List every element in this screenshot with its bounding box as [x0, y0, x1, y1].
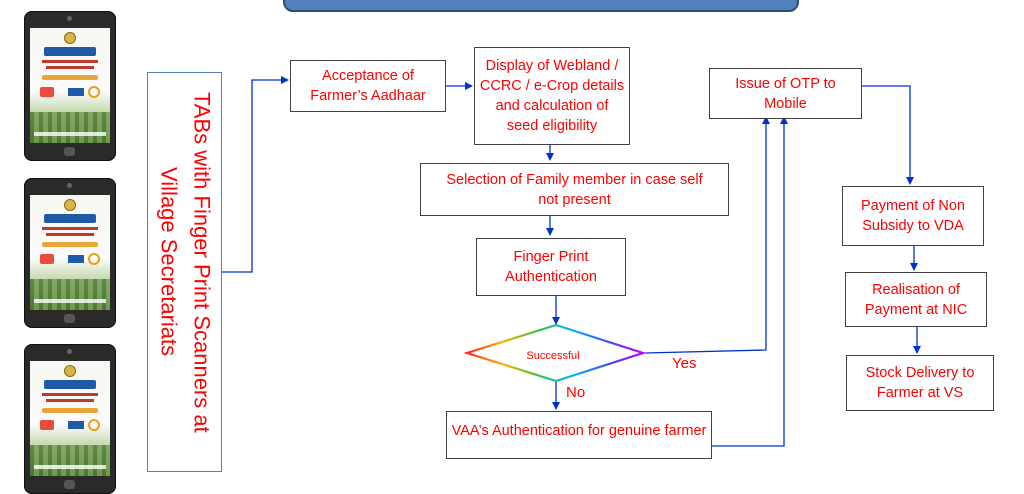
family-member-box: Selection of Family member in case self … [420, 163, 729, 216]
acceptance-box: Acceptance of Farmer’s Aadhaar [290, 60, 446, 112]
realisation-label: Realisation of Payment at NIC [864, 281, 968, 318]
display-details-box: Display of Webland / CCRC / e-Crop detai… [474, 47, 630, 145]
otp-label: Issue of OTP to Mobile [735, 75, 836, 112]
vaa-auth-label: VAA’s Authentication for genuine farmer [451, 423, 707, 439]
connector-otp-to-payment [862, 85, 914, 185]
otp-box: Issue of OTP to Mobile [709, 68, 862, 119]
fingerprint-box: Finger Print Authentication [476, 238, 626, 296]
realisation-box: Realisation of Payment at NIC [845, 272, 987, 327]
connector-decision-yes-to-otp [644, 116, 770, 354]
fingerprint-label: Finger Print Authentication [505, 249, 597, 285]
acceptance-label: Acceptance of Farmer’s Aadhaar [310, 68, 426, 104]
yes-label: Yes [672, 355, 697, 372]
stock-box: Stock Delivery to Farmer at VS [846, 355, 994, 411]
tabs-label: TABs with Finger Print Scanners at Villa… [156, 91, 215, 433]
family-member-label: Selection of Family member in case self … [446, 171, 703, 208]
tablet-icon [24, 11, 116, 161]
stock-label: Stock Delivery to Farmer at VS [865, 365, 975, 401]
connector-tabs-to-acceptance [222, 76, 289, 273]
decision-label: Successful [526, 350, 580, 362]
no-label: No [566, 384, 586, 401]
display-details-label: Display of Webland / CCRC / e-Crop detai… [479, 58, 625, 134]
vaa-auth-box: VAA’s Authentication for genuine farmer [446, 411, 712, 459]
tabs-panel: TABs with Finger Print Scanners at Villa… [147, 72, 222, 472]
connector-vaa-to-otp [712, 116, 788, 447]
connector-layer [222, 76, 921, 447]
payment-box: Payment of Non Subsidy to VDA [842, 186, 984, 246]
payment-label: Payment of Non Subsidy to VDA [861, 198, 965, 234]
title-banner [283, 0, 799, 12]
decision-diamond [463, 323, 647, 383]
tablet-icon [24, 178, 116, 328]
